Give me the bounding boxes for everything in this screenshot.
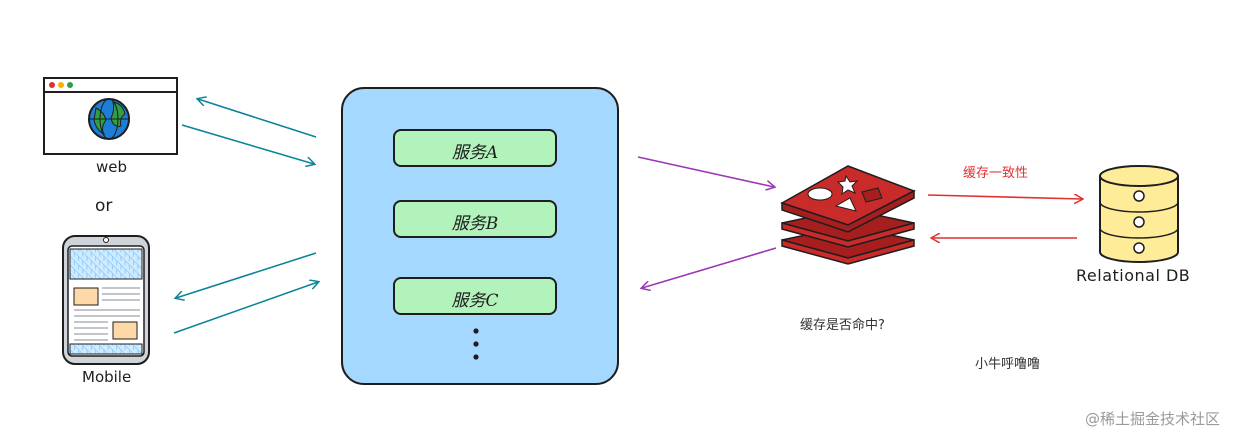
arrow-web-to-services bbox=[181, 124, 314, 164]
service-c-label: 服务C bbox=[451, 291, 499, 311]
mobile-label: Mobile bbox=[82, 368, 132, 386]
watermark: @稀土掘金技术社区 bbox=[1085, 410, 1221, 428]
arrow-services-to-mobile bbox=[176, 252, 317, 298]
arrow-mobile-to-services bbox=[173, 282, 318, 334]
ellipsis-dots bbox=[473, 328, 479, 360]
cache-stack-icon bbox=[780, 165, 916, 265]
arrow-services-to-web bbox=[198, 99, 317, 138]
web-label: web bbox=[96, 158, 128, 176]
mobile-phone-icon bbox=[62, 235, 150, 365]
arrow-cache-to-db bbox=[927, 195, 1082, 199]
service-b-label: 服务B bbox=[451, 214, 499, 234]
database-icon bbox=[1099, 165, 1179, 263]
cache-consistency-label: 缓存一致性 bbox=[963, 166, 1029, 181]
service-a-box: 服务A bbox=[393, 129, 557, 167]
arrow-services-to-cache bbox=[637, 156, 774, 187]
browser-window-icon bbox=[43, 77, 178, 155]
globe-icon bbox=[88, 98, 130, 140]
database-label: Relational DB bbox=[1076, 266, 1191, 285]
or-label: or bbox=[95, 196, 113, 216]
author-label: 小牛呼噜噜 bbox=[975, 357, 1041, 372]
service-a-label: 服务A bbox=[451, 143, 499, 163]
cache-hit-question-label: 缓存是否命中? bbox=[800, 318, 885, 333]
service-b-box: 服务B bbox=[393, 200, 557, 238]
service-c-box: 服务C bbox=[393, 277, 557, 315]
arrow-cache-to-services bbox=[642, 247, 777, 288]
